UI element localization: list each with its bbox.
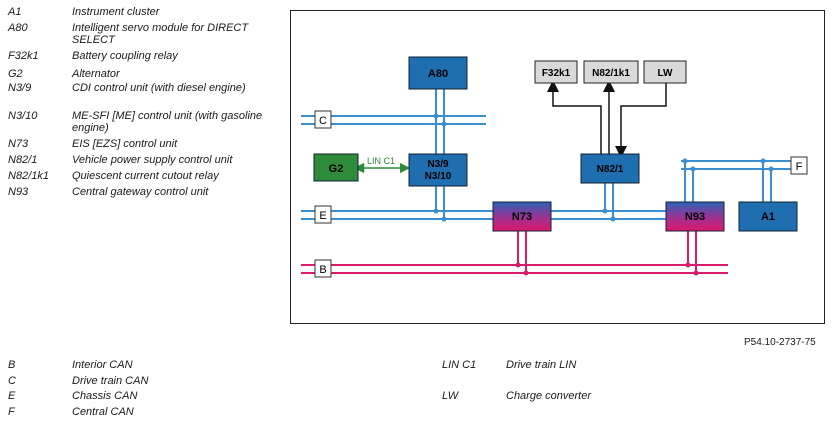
legend-code: C	[8, 374, 16, 387]
lin-link: LIN C1	[353, 156, 411, 174]
legend-desc: Interior CAN	[72, 359, 133, 371]
svg-text:F32k1: F32k1	[542, 68, 571, 79]
n82-1-arrows	[547, 80, 667, 158]
legend-desc: Intelligent servo module for DIRECT SELE…	[72, 22, 249, 46]
legend-code: F	[8, 405, 15, 418]
svg-text:E: E	[319, 210, 326, 222]
svg-text:N3/9: N3/9	[427, 159, 449, 170]
legend-desc: Vehicle power supply control unit	[72, 154, 233, 166]
legend-desc: ME-SFI [ME] control unit (with gasoline …	[72, 110, 263, 134]
svg-text:LW: LW	[658, 68, 674, 79]
lin-c1-label: LIN C1	[367, 156, 395, 166]
legend-code: N73	[8, 138, 29, 150]
svg-text:A1: A1	[761, 211, 775, 223]
svg-text:G2: G2	[329, 163, 344, 175]
svg-text:N93: N93	[685, 211, 705, 223]
svg-text:F: F	[796, 161, 803, 173]
bus-label-f: F	[790, 156, 808, 175]
svg-text:N3/10: N3/10	[425, 171, 452, 182]
bus-label-c: C	[314, 110, 332, 129]
svg-text:B: B	[319, 264, 326, 276]
legend-code: LIN C1	[442, 359, 477, 371]
interior-links	[515, 231, 699, 276]
diagram-frame: C E B F	[290, 10, 825, 324]
legend-desc: Central gateway control unit	[72, 186, 209, 198]
legend-desc: Alternator	[72, 68, 120, 80]
legend-desc: Instrument cluster	[72, 6, 160, 18]
svg-text:N82/1: N82/1	[597, 164, 624, 175]
central-can-bus	[681, 158, 791, 202]
legend-code: LW	[442, 390, 459, 402]
unit-n3-9-n3-10: N3/9 N3/10	[408, 153, 468, 187]
interior-can-bus	[301, 264, 728, 274]
legend-code: N82/1k1	[8, 170, 49, 182]
legend-code: E	[8, 390, 16, 402]
svg-text:N82/1k1: N82/1k1	[592, 68, 630, 79]
legend-desc: Drive train CAN	[72, 374, 149, 387]
legend-code: F32k1	[8, 50, 39, 62]
unit-n82-1: N82/1	[580, 153, 640, 184]
legend-desc: Quiescent current cutout relay	[72, 170, 219, 182]
legend-code: A1	[8, 6, 22, 18]
legend-code: N3/9	[8, 82, 32, 94]
figure-reference: P54.10-2737-75	[744, 337, 816, 348]
drive-train-can-bus	[301, 115, 486, 125]
legend-code: A80	[8, 22, 28, 34]
legend-code: B	[8, 359, 16, 371]
can-bus-diagram: C E B F	[301, 56, 808, 278]
unit-n73: N73	[492, 201, 552, 232]
legend-desc: Charge converter	[506, 390, 591, 402]
unit-lw: LW	[643, 60, 687, 84]
legend-desc: Chassis CAN	[72, 390, 138, 402]
unit-f32k1: F32k1	[534, 60, 578, 84]
legend-desc: EIS [EZS] control unit	[72, 138, 178, 150]
legend-code: G2	[8, 68, 23, 80]
unit-g2: G2	[313, 153, 359, 182]
legend-code: N82/1	[8, 154, 38, 166]
legend-desc: Drive train LIN	[506, 359, 577, 371]
n82-1-links	[602, 183, 616, 222]
unit-a80: A80	[408, 56, 468, 90]
unit-n82-1k1: N82/1k1	[583, 60, 639, 84]
unit-n93: N93	[665, 201, 725, 232]
svg-text:N73: N73	[512, 211, 532, 223]
legend-desc: CDI control unit (with diesel engine)	[72, 82, 246, 94]
unit-a1: A1	[738, 201, 798, 232]
legend-code: N93	[8, 186, 29, 198]
legend-desc: Central CAN	[72, 405, 134, 418]
legend-desc: Battery coupling relay	[72, 50, 178, 62]
svg-text:C: C	[319, 115, 327, 127]
legend-code: N3/10	[8, 110, 38, 122]
bus-label-e: E	[314, 205, 332, 224]
bus-label-b: B	[314, 259, 332, 278]
svg-text:A80: A80	[428, 68, 448, 80]
